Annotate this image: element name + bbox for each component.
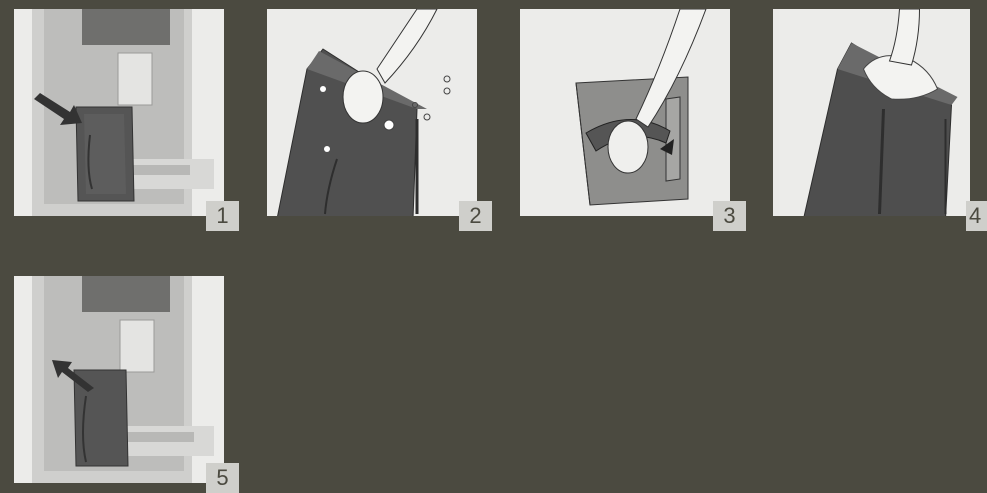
step-1-illustration — [14, 9, 224, 216]
step-2-illustration — [267, 9, 477, 216]
step-number-badge: 4 — [966, 201, 987, 231]
step-5-illustration — [14, 276, 224, 483]
insert-tank-drawing — [14, 276, 224, 483]
rinse-tank-drawing — [267, 9, 477, 216]
step-number-badge: 1 — [206, 201, 239, 231]
scrub-tank-drawing — [520, 9, 730, 216]
dry-tank-drawing — [773, 9, 970, 216]
remove-tank-drawing — [14, 9, 224, 216]
step-number-badge: 5 — [206, 463, 239, 493]
step-number-badge: 2 — [459, 201, 492, 231]
step-4-illustration — [773, 9, 970, 216]
step-number-badge: 3 — [713, 201, 746, 231]
step-3-illustration — [520, 9, 730, 216]
